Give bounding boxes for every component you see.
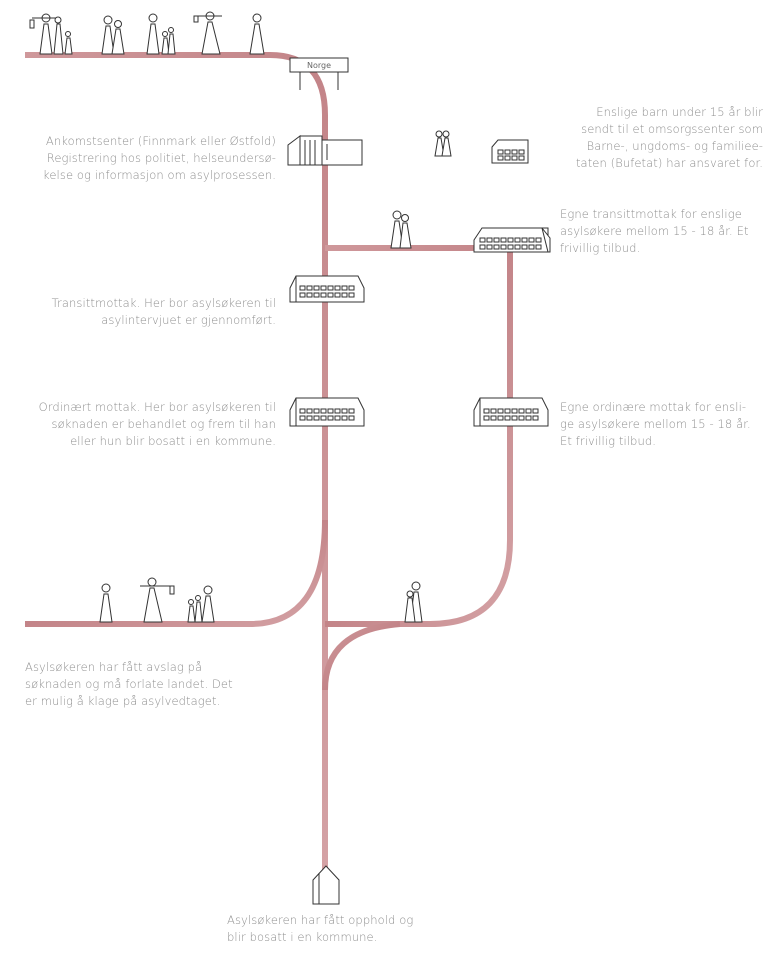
ordinary-reception-text: Ordinært mottak. Her bor asylsøkeren til… [38, 400, 276, 448]
care-center-building-icon [491, 139, 529, 164]
arrival-center-building-icon [287, 135, 363, 166]
arrival-center-text: Ankomstsenter (Finnmark eller Østfold) R… [43, 134, 276, 182]
minor-ordinary-text: Egne ordinære mottak for ensli- ge asyls… [560, 400, 751, 448]
route-rejected [25, 519, 328, 627]
route-merge [322, 621, 401, 691]
settled-text: Asylsøkeren har fått opphold og blir bos… [227, 913, 414, 944]
border-sign-label: Norge [306, 61, 332, 70]
minor-transit-building-icon [473, 227, 551, 253]
route-minor-branch [325, 245, 513, 627]
ordinary-reception-building-icon [289, 397, 365, 427]
family-group-icon [29, 11, 452, 623]
transit-text: Transittmottak. Her bor asylsøkeren til … [51, 296, 276, 327]
transit-building-icon [289, 275, 365, 303]
minor-transit-text: Egne transittmottak for enslige asylsøke… [560, 207, 749, 255]
border-sign-icon [289, 57, 349, 90]
rejected-text: Asylsøkeren har fått avslag på søknaden … [25, 660, 233, 708]
house-icon [312, 865, 340, 905]
minor-reception-building-icon [473, 397, 549, 427]
children-care-text: Enslige barn under 15 år blir sendt til … [575, 105, 763, 170]
